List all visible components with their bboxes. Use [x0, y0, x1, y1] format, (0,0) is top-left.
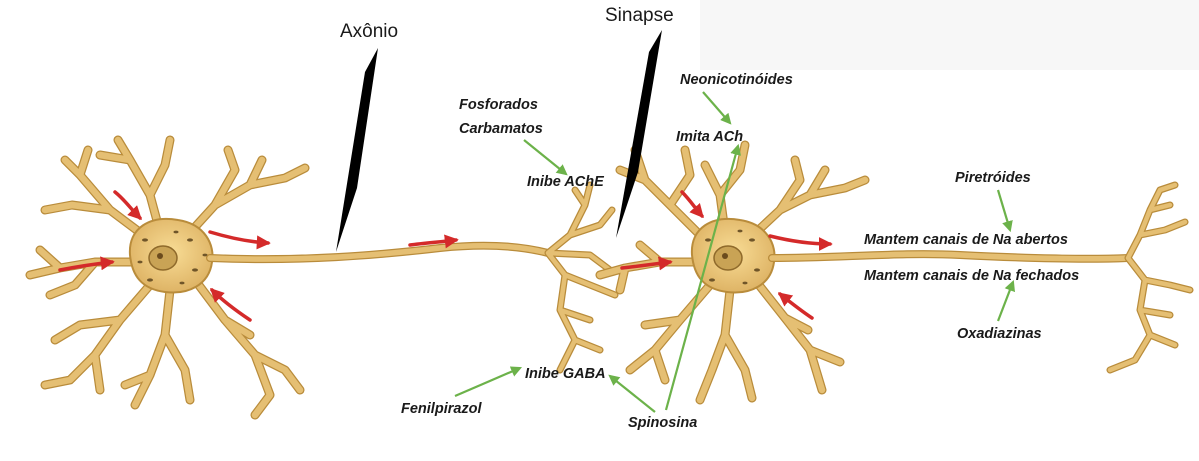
axon-callout-pointer: [336, 48, 378, 252]
pointer-arrow-oxadiazinas: [996, 279, 1015, 322]
label-inibe-gaba: Inibe GABA: [525, 366, 606, 382]
pointer-arrow-fosforados: [523, 139, 568, 176]
signal-arrow: [113, 190, 142, 220]
label-fenilpirazol: Fenilpirazol: [401, 401, 482, 417]
signal-arrow: [58, 256, 115, 272]
label-imita-ach: Imita ACh: [676, 129, 744, 145]
neuron-1-axon-terminals: [544, 181, 619, 374]
label-fosforados: Fosforados: [459, 97, 538, 113]
background-panel: [700, 0, 1199, 70]
neuron-1-organelles: [137, 230, 208, 285]
label-sinapse: Sinapse: [605, 5, 674, 26]
signal-arrows: [58, 190, 833, 322]
neuron-2-dendrites: [595, 140, 870, 405]
label-neonicotinoides: Neonicotinóides: [680, 72, 793, 88]
neuron-1-nucleus: [148, 245, 178, 271]
signal-arrow: [680, 190, 704, 219]
label-oxadiazinas: Oxadiazinas: [957, 326, 1042, 342]
pointer-arrow-fenilpirazol: [454, 366, 523, 398]
label-piretroides: Piretróides: [955, 170, 1031, 186]
label-axonio: Axônio: [340, 21, 399, 42]
pointer-arrow-piretroides: [996, 189, 1013, 233]
label-inibe-ache: Inibe AChE: [527, 174, 604, 190]
signal-arrow: [408, 234, 459, 249]
label-carbamatos: Carbamatos: [459, 121, 543, 137]
synapse-callout-pointer: [616, 30, 662, 238]
label-mantem-abertos: Mantem canais de Na abertos: [864, 232, 1068, 248]
pointer-arrow-spinosina-gaba: [608, 374, 656, 413]
signal-arrow: [620, 256, 673, 271]
pointer-arrow-spinosina-ach: [664, 143, 741, 411]
neuron-1-dendrites: [25, 135, 310, 420]
signal-arrow: [777, 292, 814, 320]
pointer-arrows: [454, 91, 1015, 413]
pointer-arrow-neonicotinoides: [702, 91, 732, 125]
signal-arrow: [210, 288, 252, 322]
neuron-1: [25, 135, 619, 420]
signal-arrow: [768, 234, 833, 251]
label-spinosina: Spinosina: [628, 415, 698, 431]
neuron-2-nucleus: [713, 245, 743, 271]
neuron-2-axon-terminals: [1106, 181, 1194, 374]
label-mantem-fechados: Mantem canais de Na fechados: [864, 268, 1080, 284]
neuron-2-organelles: [705, 229, 760, 285]
signal-arrow: [208, 230, 271, 250]
